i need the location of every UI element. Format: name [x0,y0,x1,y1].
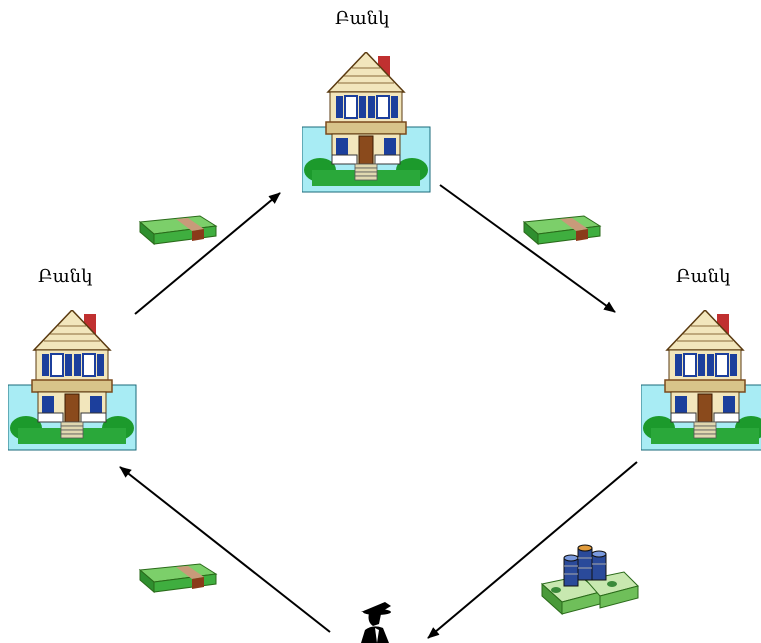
arrow-person-to-left-bank [119,466,331,633]
coins-and-cash-icon [540,544,639,616]
bank-left-house-icon [8,310,137,451]
banknote-stack-icon-left-bottom [139,563,217,593]
arrow-right-bank-to-person [427,461,638,639]
banknote-stack-icon-left-top [139,215,217,245]
arrow-top-bank-to-right-bank [439,184,616,313]
arrow-left-bank-to-top-bank [134,192,281,315]
bank-right-house-icon [641,310,761,451]
bank-label-top: Բանկ [335,8,390,29]
bank-label-right: Բանկ [676,266,731,287]
bank-top-house-icon [302,52,431,193]
bank-label-left: Բանկ [38,266,93,287]
man-with-hat-icon [361,602,391,643]
banknote-stack-icon-right-top [523,215,601,245]
